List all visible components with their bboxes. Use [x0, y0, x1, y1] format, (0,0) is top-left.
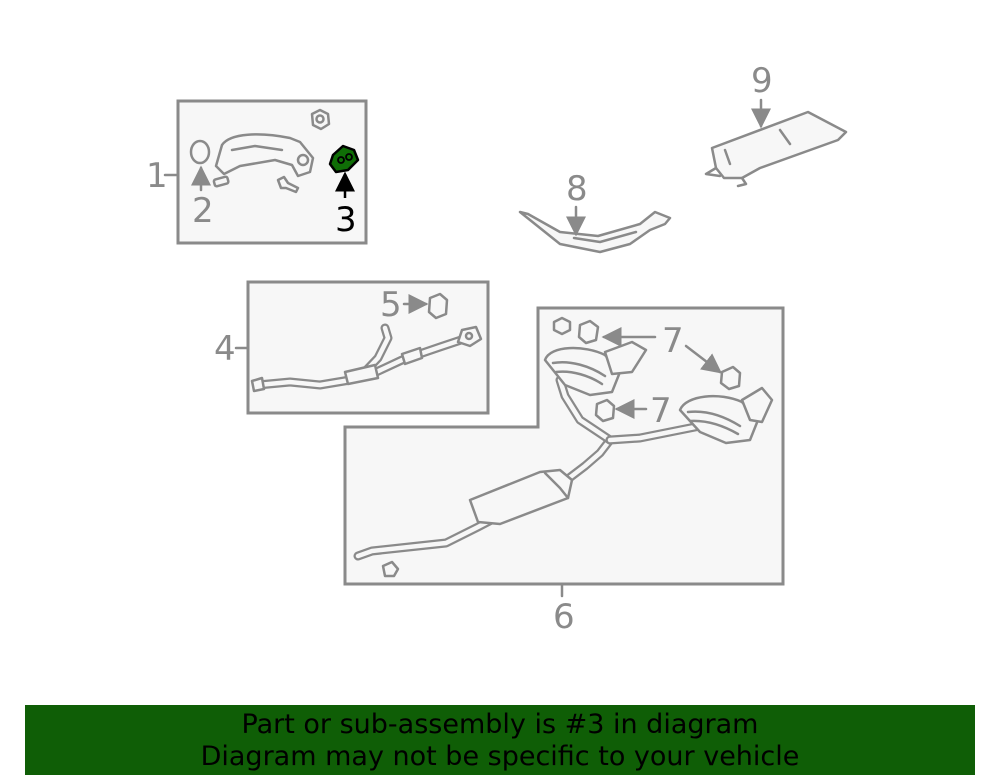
callout-3: 3 — [335, 200, 357, 240]
callout-9: 9 — [751, 61, 773, 101]
insulator-part-5[interactable] — [427, 292, 449, 320]
callout-8: 8 — [566, 169, 588, 209]
right-tail-muffler-part[interactable] — [678, 395, 760, 445]
banner-line-1: Part or sub-assembly is #3 in diagram — [241, 709, 759, 740]
left-tip-part[interactable] — [603, 340, 648, 376]
highlighted-part-3[interactable] — [328, 144, 360, 174]
callout-5: 5 — [380, 285, 402, 325]
nut-part-small[interactable] — [552, 316, 572, 336]
manifold-part[interactable] — [214, 133, 315, 178]
stud-part[interactable] — [212, 175, 230, 188]
assembly-box-4 — [246, 280, 490, 415]
heat-shield-part-9[interactable] — [704, 98, 848, 188]
callout-4: 4 — [214, 329, 236, 369]
assembly-box-6 — [343, 306, 785, 586]
assembly-box-1 — [176, 99, 368, 245]
hanger-part-c[interactable] — [594, 398, 616, 423]
callout-7b: 7 — [650, 391, 672, 431]
info-banner: Part or sub-assembly is #3 in diagram Di… — [25, 705, 975, 775]
callout-1: 1 — [146, 156, 168, 196]
nut-part[interactable] — [310, 108, 331, 131]
hanger-part-a[interactable] — [577, 319, 600, 345]
hanger-part-b[interactable] — [719, 365, 742, 391]
gasket-part-2[interactable] — [189, 139, 211, 165]
bolt-part[interactable] — [276, 175, 300, 194]
callout-2: 2 — [192, 191, 214, 231]
front-pipe-part[interactable] — [456, 325, 483, 348]
heat-shield-part-8[interactable] — [518, 205, 672, 254]
exhaust-parts-diagram: 1 2 3 4 5 6 7 7 8 9 — [146, 61, 848, 637]
banner-line-2: Diagram may not be specific to your vehi… — [200, 741, 800, 772]
right-tip-part[interactable] — [740, 386, 774, 424]
muffler-part[interactable] — [468, 468, 574, 526]
callout-7a: 7 — [662, 321, 684, 361]
callout-6: 6 — [553, 597, 575, 637]
